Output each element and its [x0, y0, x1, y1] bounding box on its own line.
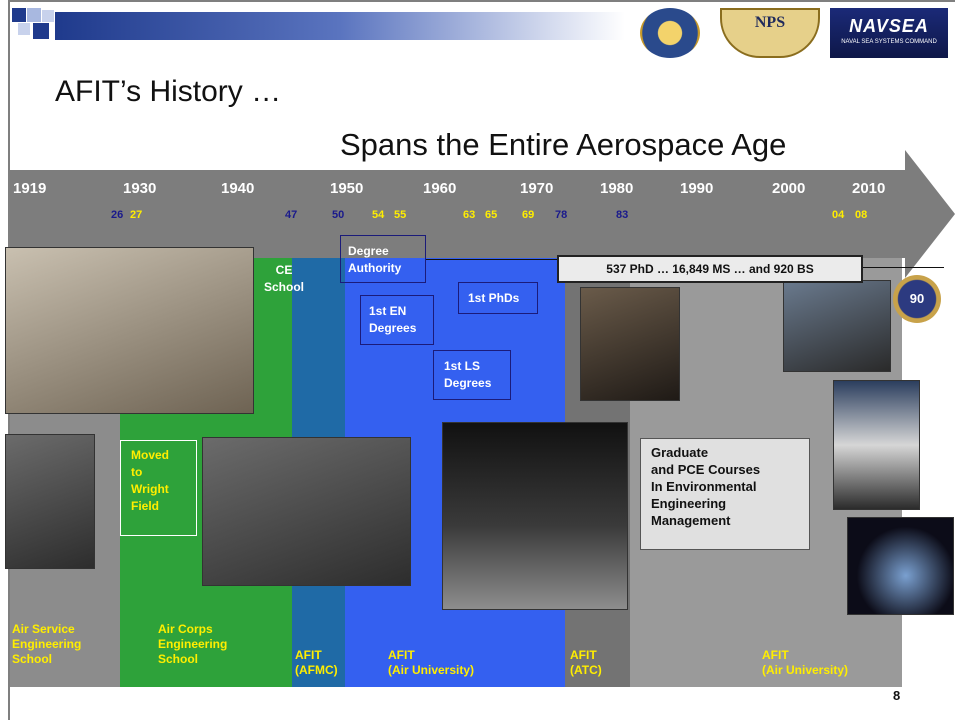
- callout-line: In Environmental: [651, 479, 757, 494]
- anniversary-seal-text: 90: [909, 291, 925, 306]
- tick-label: 54: [372, 209, 385, 221]
- slide-subtitle: Spans the Entire Aerospace Age: [340, 127, 787, 162]
- tick-label: 47: [285, 209, 298, 221]
- callout-line: Degrees: [444, 376, 492, 390]
- era-label-line: Air Service: [12, 622, 75, 636]
- era-label-afit-atc: AFIT (ATC): [570, 648, 602, 678]
- callout-line: School: [263, 280, 304, 294]
- era-label-air-corps: Air Corps Engineering School: [158, 622, 227, 667]
- timeline-arrow-head: [905, 150, 955, 278]
- era-label-line: (Air University): [388, 663, 475, 677]
- year-label: 1960: [423, 180, 457, 197]
- callout-line: Wright: [131, 482, 169, 496]
- callout-line: 1st EN: [369, 304, 407, 318]
- era-label-line: Engineering: [12, 637, 82, 651]
- moved-wright-field-callout: Moved to Wright Field: [120, 440, 197, 536]
- tick-label: 50: [332, 209, 345, 221]
- year-label: 1990: [680, 180, 714, 197]
- era-label-air-service: Air Service Engineering School: [12, 622, 81, 667]
- tick-label: 26: [111, 209, 124, 221]
- portrait-photo: [5, 434, 95, 569]
- corner-square: [27, 8, 41, 22]
- callout-line: Field: [131, 499, 160, 513]
- tick-label: 27: [130, 209, 143, 221]
- year-label: 2010: [852, 180, 886, 197]
- corner-square: [12, 8, 26, 22]
- year-label: 1980: [600, 180, 634, 197]
- tick-label: 65: [485, 209, 498, 221]
- era-label-afit-air-university-2: AFIT (Air University): [762, 648, 848, 678]
- corner-square: [18, 23, 30, 35]
- nps-logo-text: NPS: [754, 14, 786, 31]
- era-label-line: School: [12, 652, 53, 666]
- timeline-arrow-body: [10, 170, 905, 258]
- leaders-photo: [783, 280, 891, 372]
- space-shuttle-photo: [833, 380, 920, 510]
- tick-label: 78: [555, 209, 568, 221]
- first-ls-degrees-callout: 1st LS Degrees: [433, 350, 511, 400]
- header-gradient-bar: [55, 12, 625, 40]
- callout-line: to: [131, 465, 143, 479]
- corner-square: [33, 23, 49, 39]
- first-phds-callout: 1st PhDs: [458, 282, 538, 314]
- year-label: 1970: [520, 180, 554, 197]
- corner-square: [42, 10, 54, 22]
- callout-line: Degree: [348, 244, 389, 258]
- callout-line: Moved: [131, 448, 170, 462]
- degree-authority-callout: Degree Authority: [340, 235, 426, 283]
- era-label-line: (ATC): [570, 663, 602, 677]
- astronaut-photo: [580, 287, 680, 401]
- group-photo-1919: [5, 247, 254, 414]
- callout-line: 1st PhDs: [468, 291, 520, 305]
- year-label: 1940: [221, 180, 255, 197]
- era-label-line: School: [158, 652, 199, 666]
- engine-test-photo: [847, 517, 954, 615]
- year-label: 1919: [13, 180, 47, 197]
- air-university-seal-icon: [640, 8, 700, 58]
- callout-line: Graduate: [651, 445, 709, 460]
- navsea-logo-icon: NAVSEA NAVAL SEA SYSTEMS COMMAND: [830, 8, 948, 58]
- tick-label: 04: [832, 209, 845, 221]
- nps-shield-icon: NPS: [720, 8, 820, 58]
- era-label-afit-air-university-1: AFIT (Air University): [388, 648, 474, 678]
- callout-line: Management: [651, 513, 731, 528]
- moon-landing-photo: [442, 422, 628, 610]
- connector-line: [859, 267, 944, 268]
- era-label-line: Air Corps: [158, 622, 213, 636]
- group-photo-aircraft: [202, 437, 411, 586]
- era-label-line: AFIT: [762, 648, 789, 662]
- navsea-logo-subtext: NAVAL SEA SYSTEMS COMMAND: [841, 39, 937, 45]
- slide-title: AFIT’s History …: [55, 75, 282, 108]
- tick-label: 08: [855, 209, 868, 221]
- tick-label: 83: [616, 209, 629, 221]
- slide-top-border: [8, 0, 955, 2]
- page-number: 8: [893, 688, 901, 703]
- callout-line: and PCE Courses: [651, 462, 761, 477]
- era-label-line: (AFMC): [295, 663, 338, 677]
- era-label-afit-afmc: AFIT (AFMC): [295, 648, 338, 678]
- era-label-line: Engineering: [158, 637, 228, 651]
- era-label-line: AFIT: [295, 648, 322, 662]
- anniversary-seal-icon: 90: [893, 275, 941, 323]
- year-label: 1930: [123, 180, 157, 197]
- year-label: 2000: [772, 180, 806, 197]
- graduates-stats-box: 537 PhD … 16,849 MS … and 920 BS: [557, 255, 863, 283]
- navsea-logo-text: NAVSEA: [849, 16, 929, 36]
- era-label-line: (Air University): [762, 663, 849, 677]
- callout-line: Authority: [348, 261, 402, 275]
- callout-line: CE: [275, 263, 293, 277]
- connector-line: [426, 259, 557, 260]
- callout-line: Degrees: [369, 321, 417, 335]
- year-label: 1950: [330, 180, 364, 197]
- callout-line: Engineering: [651, 496, 727, 511]
- tick-label: 63: [463, 209, 476, 221]
- callout-line: 1st LS: [444, 359, 481, 373]
- era-label-line: AFIT: [570, 648, 597, 662]
- tick-label: 55: [394, 209, 407, 221]
- tick-label: 69: [522, 209, 535, 221]
- ce-school-callout: CE School: [258, 262, 310, 296]
- graduate-pce-courses-box: Graduate and PCE Courses In Environmenta…: [640, 438, 810, 550]
- era-label-line: AFIT: [388, 648, 415, 662]
- first-en-degrees-callout: 1st EN Degrees: [360, 295, 434, 345]
